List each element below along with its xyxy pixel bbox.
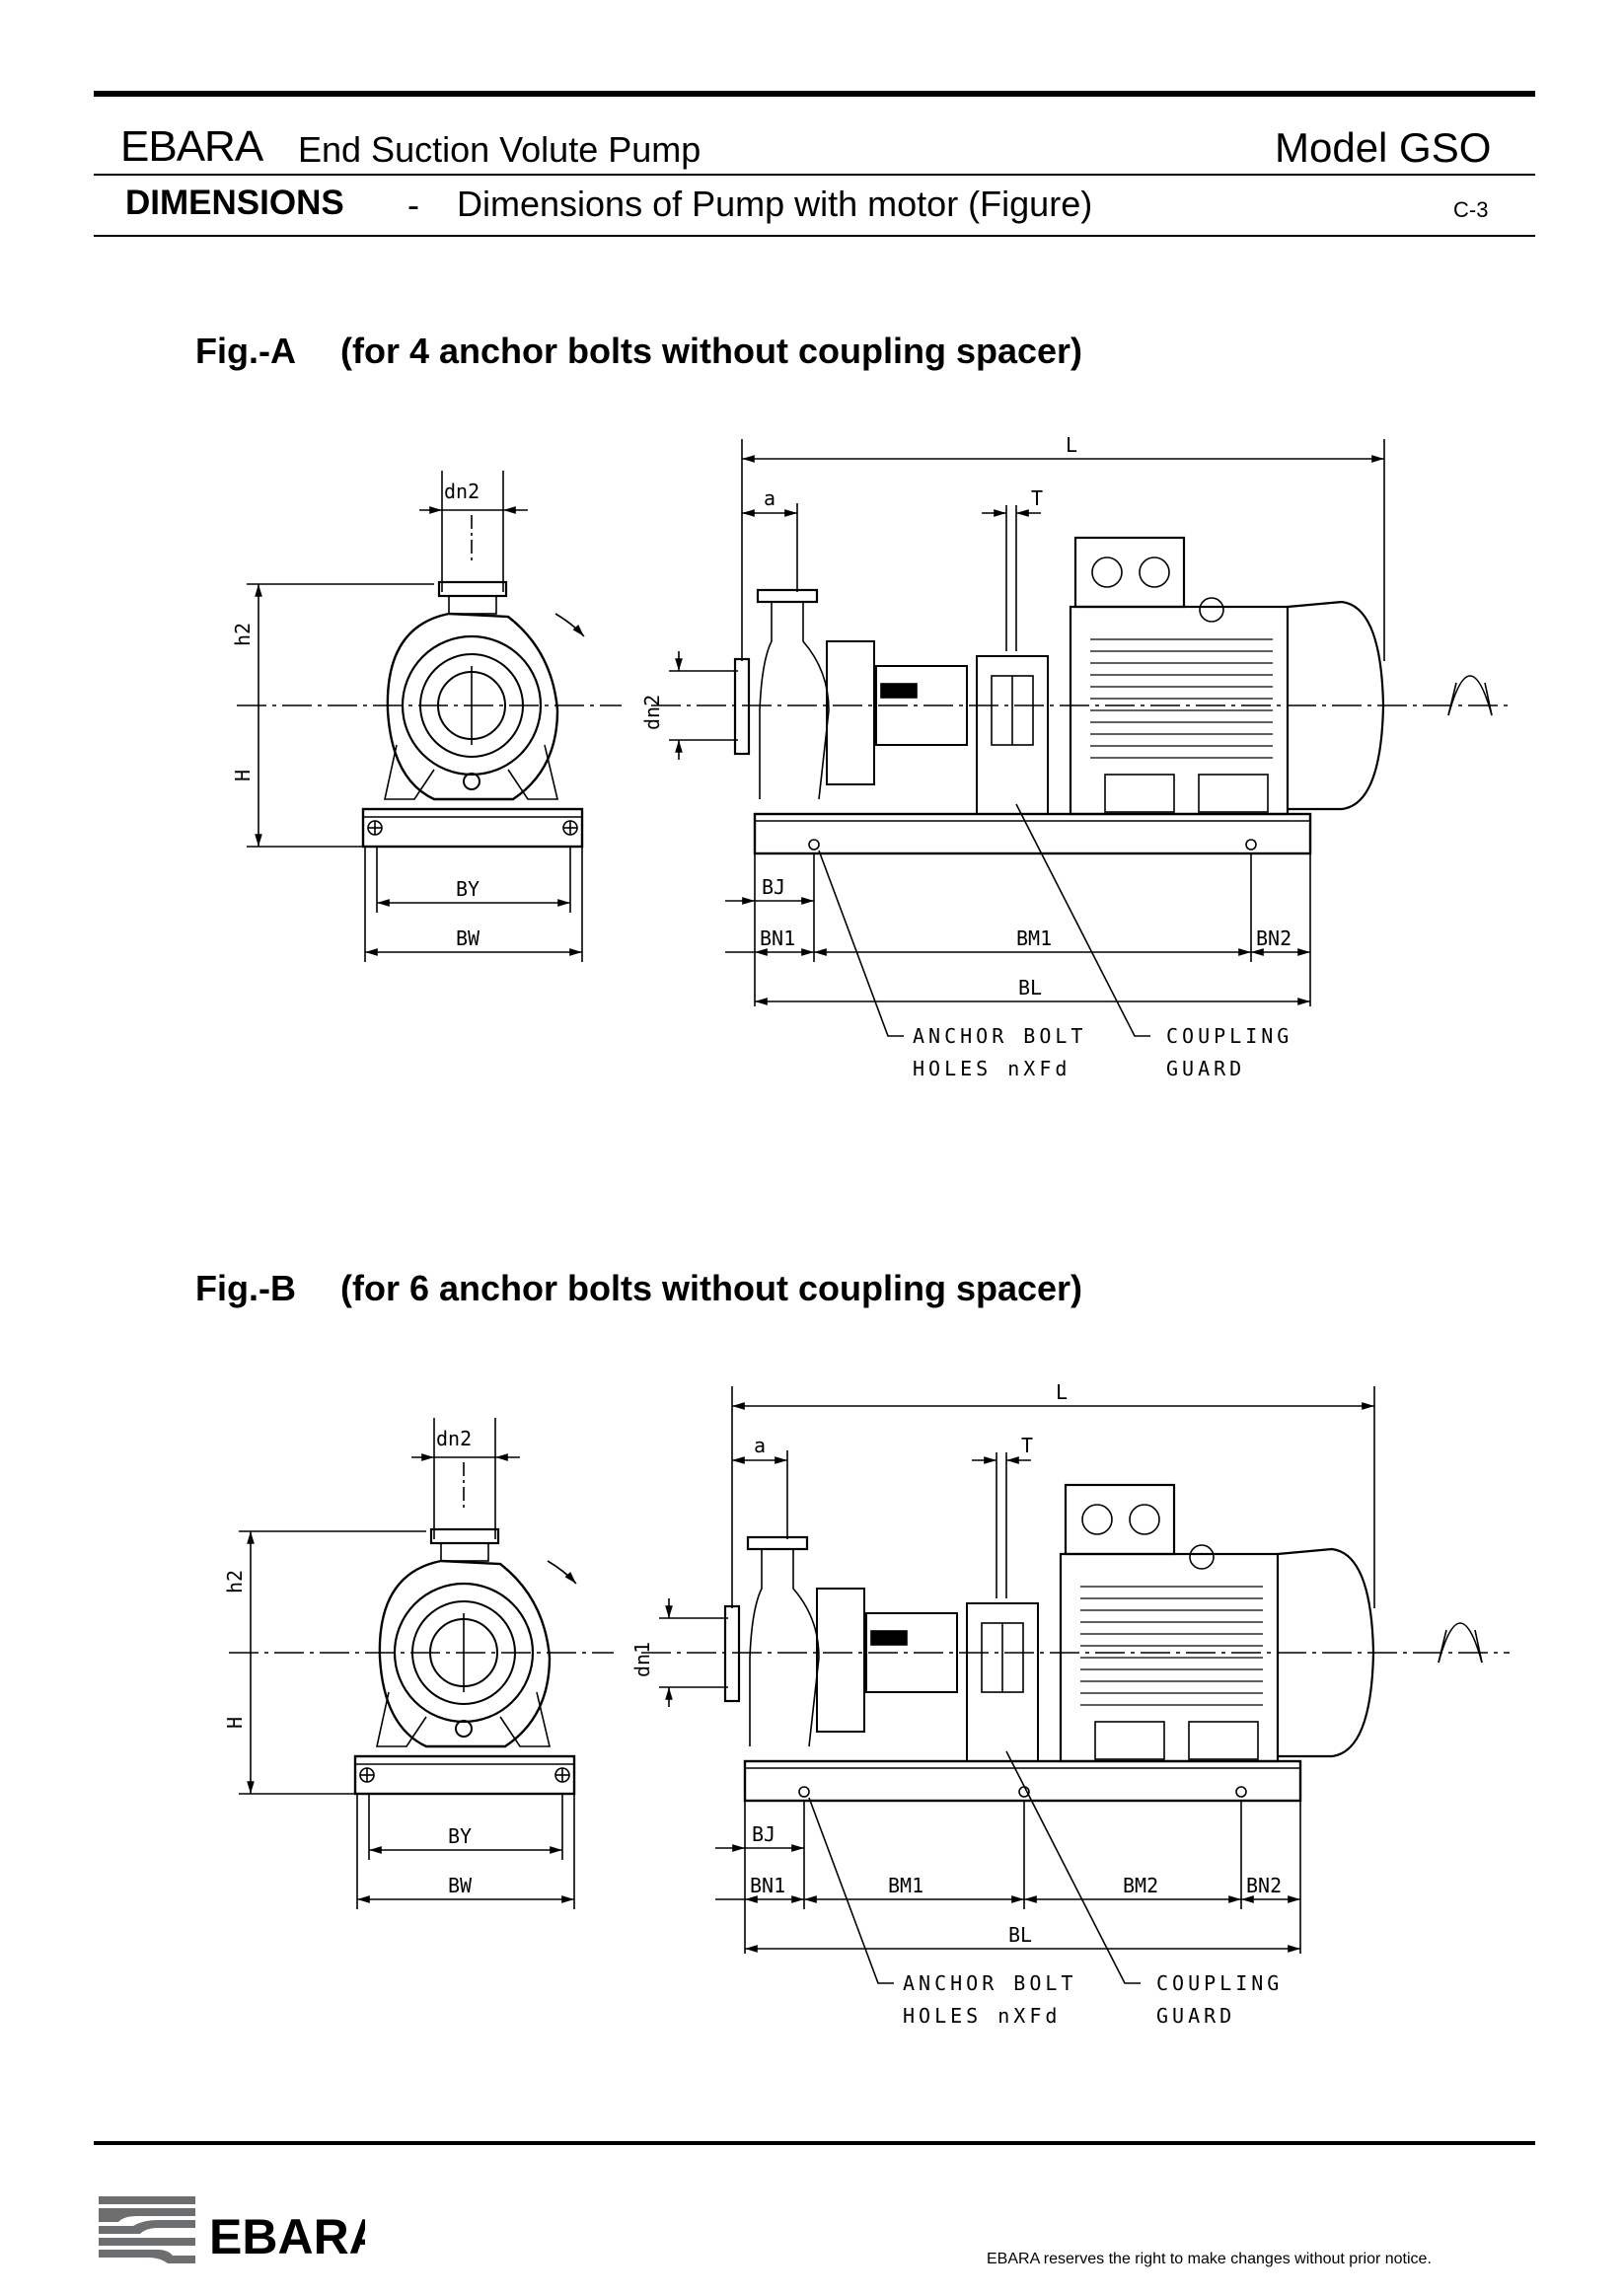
fig-b-guard-line2: GUARD xyxy=(1156,2004,1235,2028)
section-subtitle: Dimensions of Pump with motor (Figure) xyxy=(457,184,1093,224)
fig-a-dim-BN2: BN2 xyxy=(1256,926,1292,950)
page-code: C-3 xyxy=(1453,197,1489,222)
ebara-logo: EBARA xyxy=(99,2192,385,2271)
fig-b-anchor-line1: ANCHOR BOLT xyxy=(903,1971,1076,1995)
ebara-logo-mark: EBARA xyxy=(99,2196,385,2264)
ebara-logo-text: EBARA xyxy=(209,2209,365,2264)
fig-b-dim-h2: h2 xyxy=(223,1570,247,1593)
fig-a-dim-dn2: dn2 xyxy=(444,480,480,503)
fig-b-dim-BY: BY xyxy=(448,1824,472,1848)
fig-b-dim-BN2: BN2 xyxy=(1246,1874,1282,1897)
header-brand: EBARA xyxy=(120,122,263,171)
header-mid-rule xyxy=(94,174,1535,176)
fig-a-dim-H: H xyxy=(231,770,255,781)
fig-a-anchor-line2: HOLES nXFd xyxy=(913,1057,1070,1080)
figure-a-caption: (for 4 anchor bolts without coupling spa… xyxy=(340,331,1083,371)
fig-b-dim-dn2: dn2 xyxy=(436,1427,472,1450)
fig-b-dim-BM2: BM2 xyxy=(1123,1874,1158,1897)
fig-a-dim-L: L xyxy=(1066,433,1077,457)
section-dash: - xyxy=(407,185,419,225)
fig-b-dim-BL: BL xyxy=(1008,1923,1032,1947)
fig-b-dim-BW: BW xyxy=(448,1874,473,1897)
fig-b-nameplate: EBARA xyxy=(873,1632,906,1645)
header-bottom-rule xyxy=(94,235,1535,237)
fig-b-dim-H: H xyxy=(223,1717,247,1729)
fig-a-dim-BM1: BM1 xyxy=(1016,926,1052,950)
section-label: DIMENSIONS xyxy=(125,184,344,222)
fig-a-anchor-line1: ANCHOR BOLT xyxy=(913,1024,1086,1048)
fig-b-dim-dn-side: dn1 xyxy=(630,1642,654,1677)
fig-b-dim-BM1: BM1 xyxy=(888,1874,923,1897)
fig-b-anchor-line2: HOLES nXFd xyxy=(903,2004,1061,2028)
fig-b-dim-BJ: BJ xyxy=(752,1822,775,1846)
fig-a-dim-a: a xyxy=(764,486,775,510)
figure-b-label: Fig.-B xyxy=(195,1268,296,1308)
fig-a-guard-line2: GUARD xyxy=(1166,1057,1245,1080)
fig-a-dim-BW: BW xyxy=(456,926,480,950)
footer-notice: EBARA reserves the right to make changes… xyxy=(987,2251,1432,2267)
header-top-rule xyxy=(94,91,1535,97)
figure-b-drawing: dn2 h2 H BY BW L a T dn1 BJ BN1 BM1 BM2 … xyxy=(223,1380,1510,2028)
fig-a-dim-T: T xyxy=(1031,486,1043,510)
figure-a-drawing: dn2 h2 H BY BW L a T dn2 BJ BN1 BM1 BN2 … xyxy=(231,433,1510,1080)
fig-a-dim-BL: BL xyxy=(1018,976,1042,1000)
side-view-b xyxy=(641,1386,1510,1984)
front-view-a xyxy=(237,471,622,962)
fig-b-dim-L: L xyxy=(1056,1380,1068,1404)
fig-b-dim-BN1: BN1 xyxy=(750,1874,785,1897)
footer-rule xyxy=(94,2141,1535,2145)
front-view-b xyxy=(229,1418,614,1909)
fig-a-dim-BN1: BN1 xyxy=(760,926,795,950)
header-title: End Suction Volute Pump xyxy=(298,129,701,170)
figure-b-caption: (for 6 anchor bolts without coupling spa… xyxy=(340,1268,1083,1308)
fig-b-dim-a: a xyxy=(754,1434,766,1457)
fig-a-dim-BJ: BJ xyxy=(762,875,785,899)
fig-b-dim-T: T xyxy=(1021,1434,1033,1457)
fig-a-guard-line1: COUPLING xyxy=(1166,1024,1292,1048)
fig-a-dim-dn-side: dn2 xyxy=(640,695,664,730)
fig-b-guard-line1: COUPLING xyxy=(1156,1971,1283,1995)
figure-a-label: Fig.-A xyxy=(195,331,296,371)
fig-a-dim-BY: BY xyxy=(456,877,480,901)
fig-a-dim-h2: h2 xyxy=(231,623,255,646)
fig-a-nameplate: EBARA xyxy=(883,685,916,698)
side-view-a xyxy=(651,439,1510,1037)
header-model: Model GSO xyxy=(1275,124,1492,171)
